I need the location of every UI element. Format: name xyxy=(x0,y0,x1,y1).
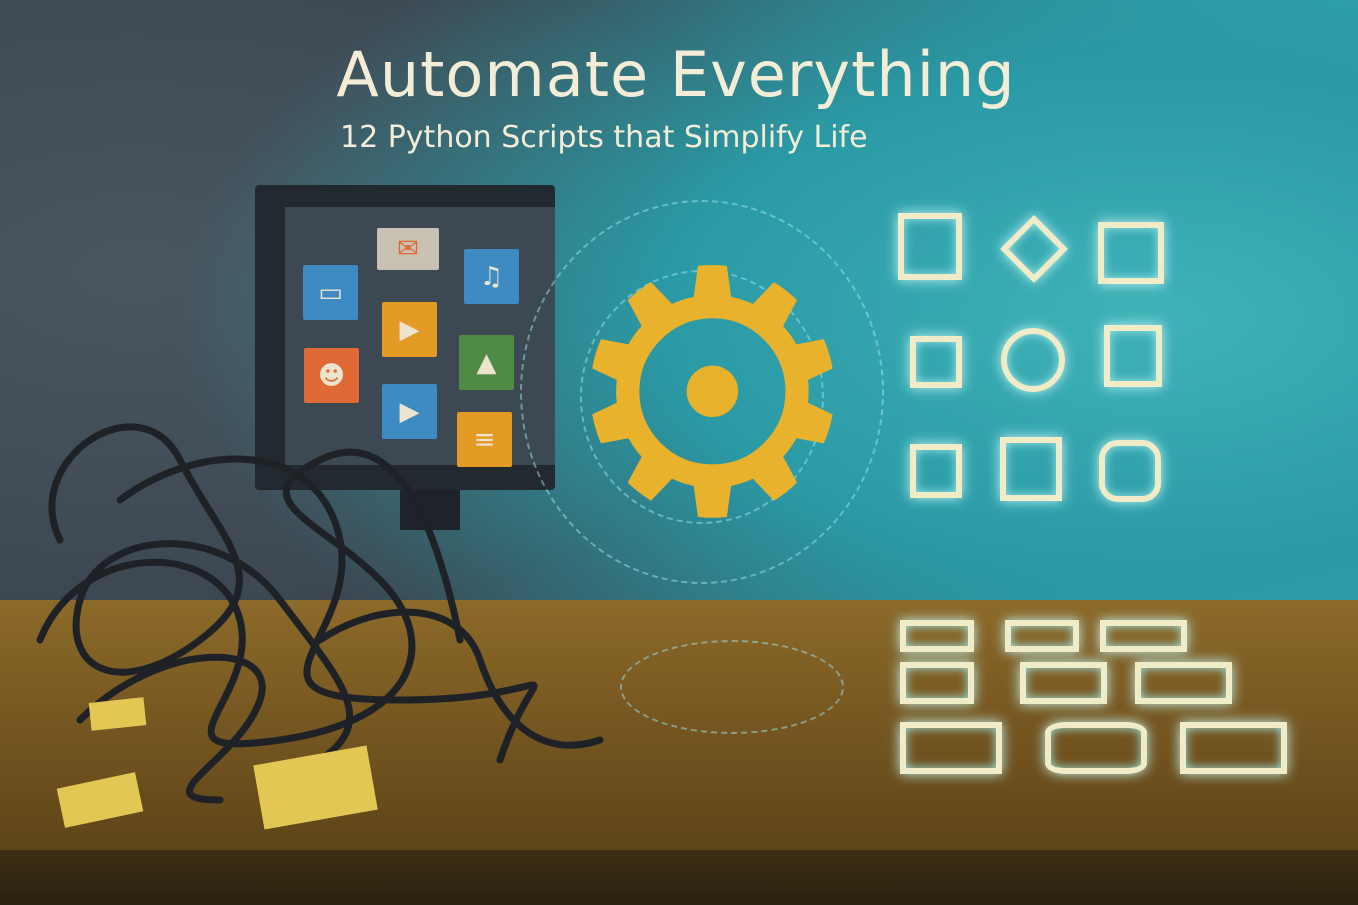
glow-circle xyxy=(1001,328,1065,392)
tangled-cables xyxy=(36,423,604,804)
glow-square xyxy=(910,444,962,498)
glow-square xyxy=(1098,222,1164,284)
glow-square xyxy=(1104,325,1162,387)
subtitle: 12 Python Scripts that Simplify Life xyxy=(340,120,868,155)
desk-edge xyxy=(0,850,1358,905)
code-swirl xyxy=(520,200,884,584)
mail-icon: ✉ xyxy=(377,228,439,270)
contacts-icon: ☻ xyxy=(304,348,359,403)
sticky-note xyxy=(88,697,147,731)
desk-glow-tile xyxy=(1045,722,1147,774)
video-icon: ▶ xyxy=(382,384,437,439)
desk-glow-tile xyxy=(1180,722,1287,774)
title: Automate Everything xyxy=(336,38,1016,111)
desk-glow-tile xyxy=(1020,662,1107,704)
document-icon: ≡ xyxy=(457,412,512,467)
glow-square xyxy=(910,336,962,388)
desk-glow-tile xyxy=(1005,620,1079,652)
desk-glow-tile xyxy=(1100,620,1187,652)
folder-icon: ▭ xyxy=(303,265,358,320)
glow-square xyxy=(898,213,962,280)
desk-glow-tile xyxy=(900,662,974,704)
desk-glow-tile xyxy=(900,722,1002,774)
desk-glow-tile xyxy=(1135,662,1232,704)
code-swirl-inner xyxy=(580,270,824,524)
image-icon: ▲ xyxy=(459,335,514,390)
desk-swirl xyxy=(620,640,844,734)
desk-glow-tile xyxy=(900,620,974,652)
play-icon: ▶ xyxy=(382,302,437,357)
music-icon: ♫ xyxy=(464,249,519,304)
glow-square xyxy=(1000,437,1062,501)
glow-octagon xyxy=(1099,440,1161,502)
gear-icon: ⚙ xyxy=(560,197,865,593)
